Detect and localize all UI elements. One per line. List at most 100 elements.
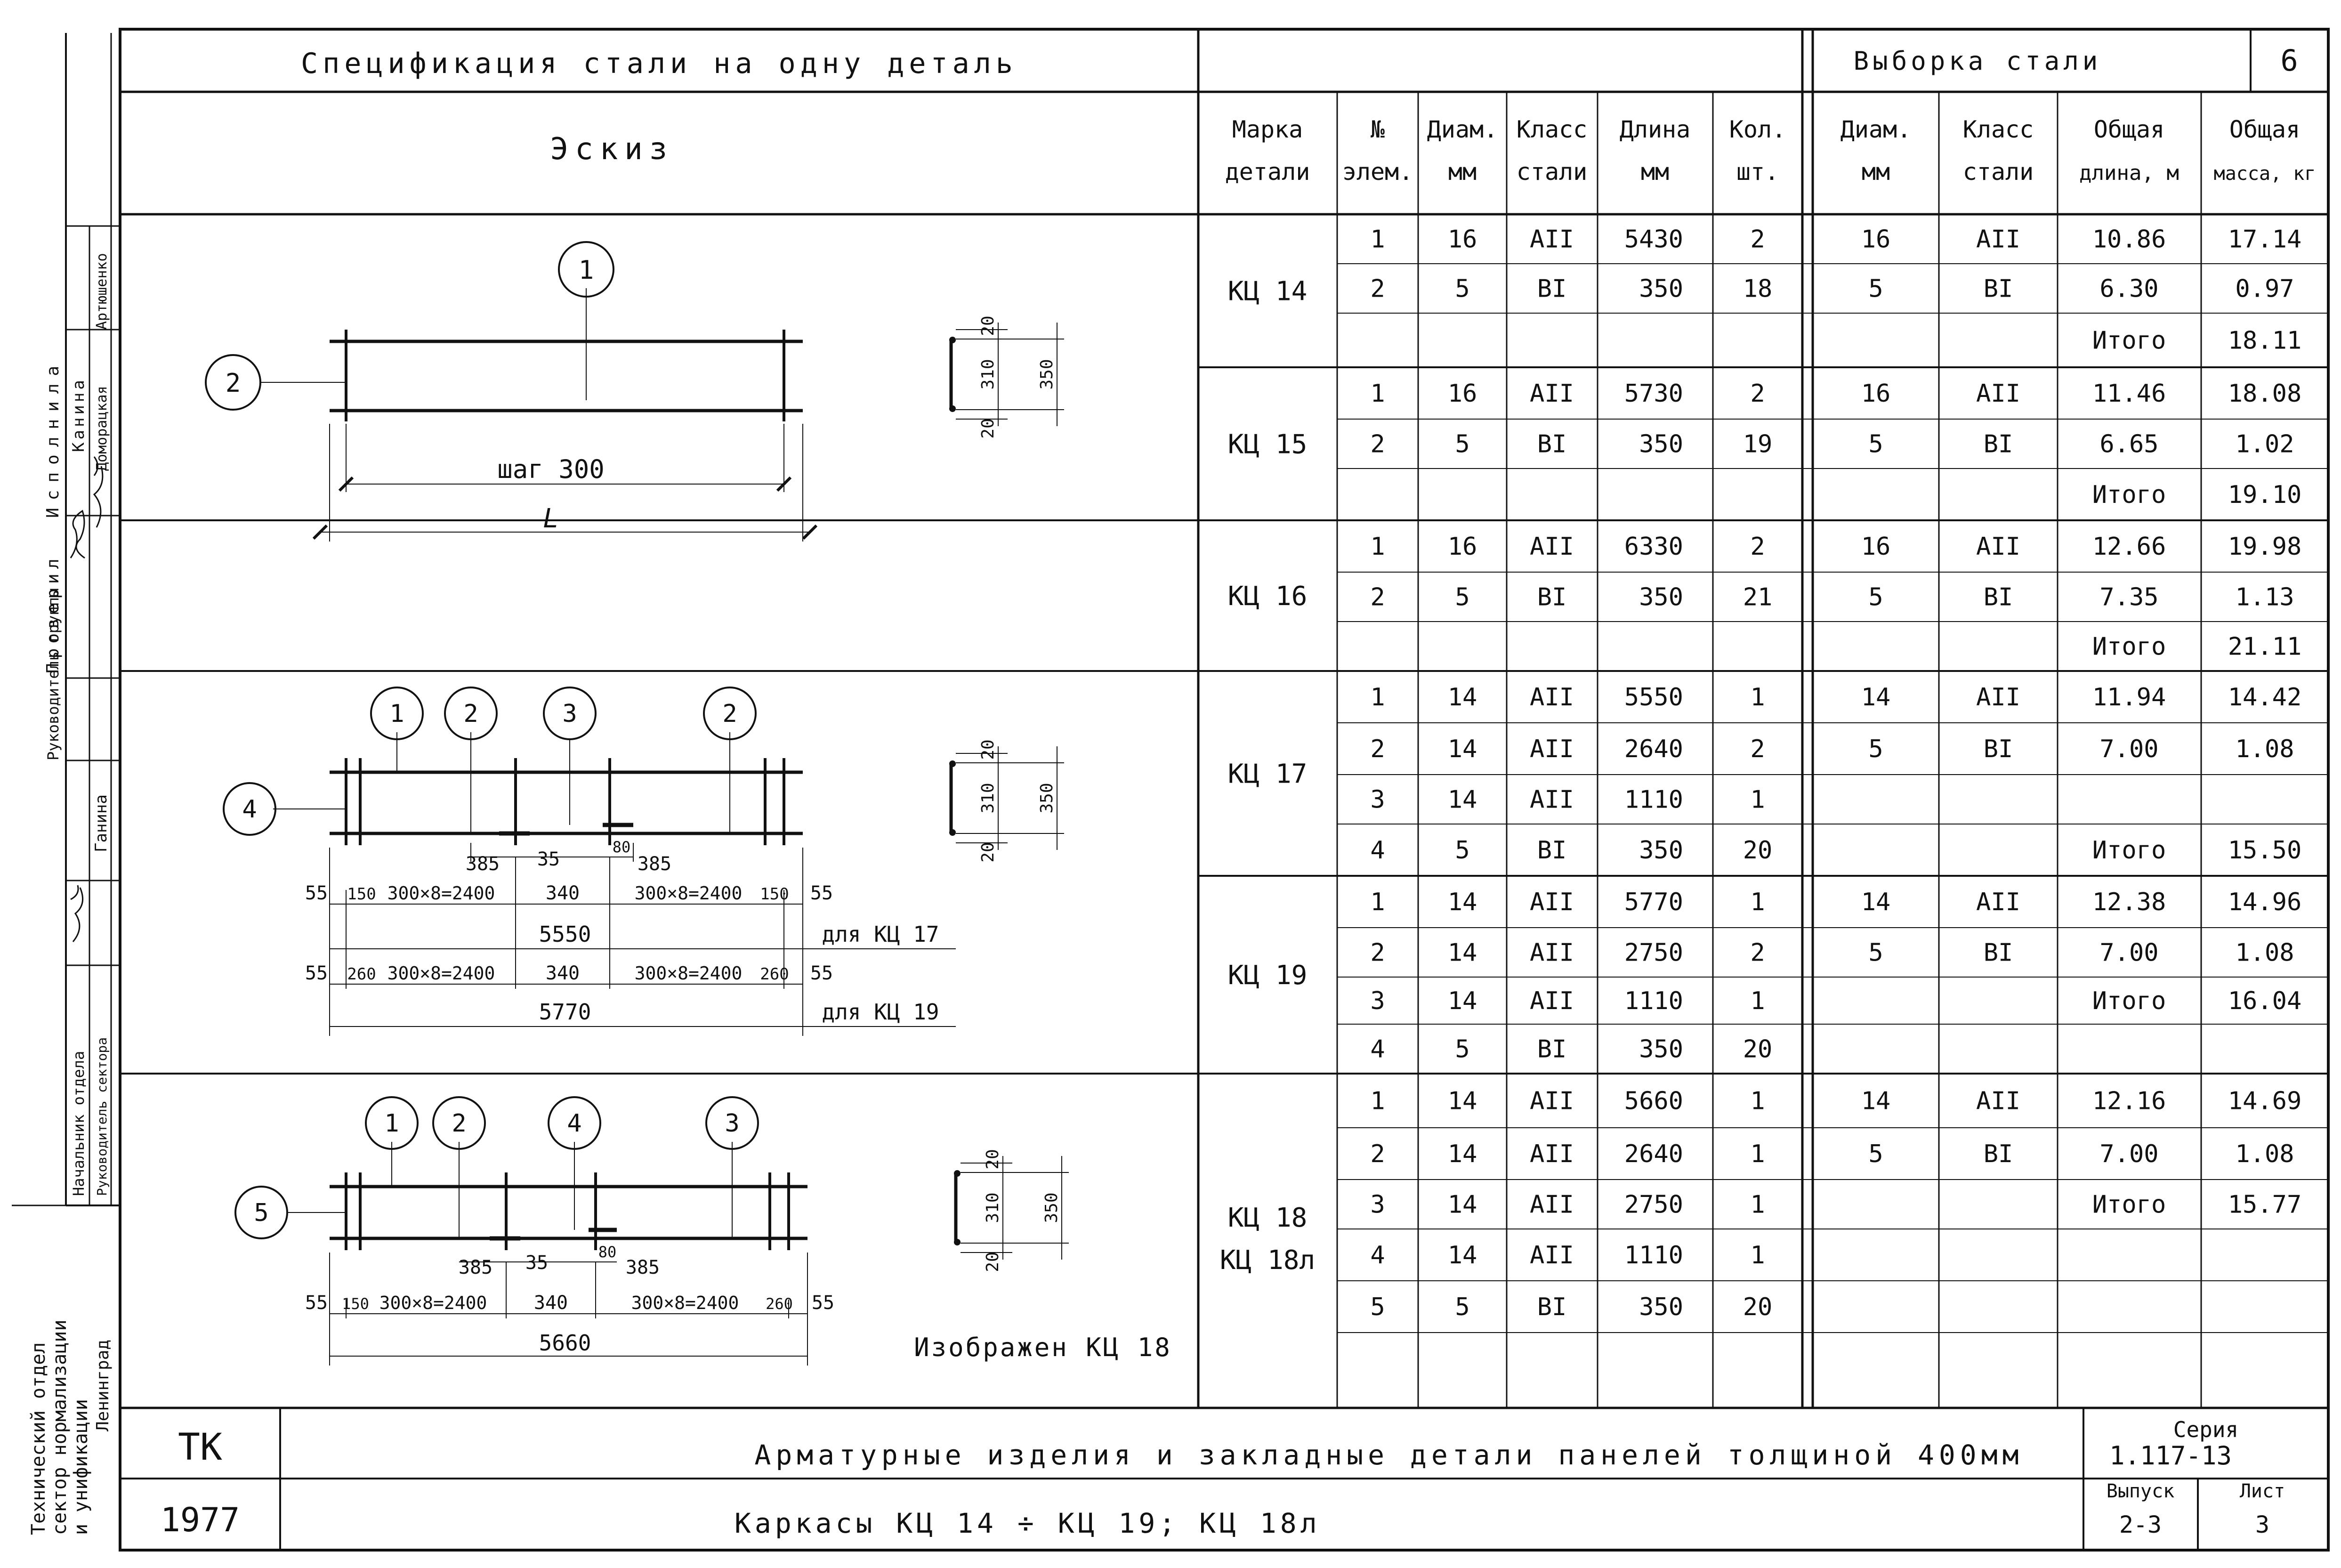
sample-cell: 5 — [1868, 939, 1883, 967]
sample-cell: 11.46 — [2092, 380, 2166, 408]
sample-cell: 14.69 — [2228, 1087, 2302, 1115]
sample-cell: 10.86 — [2092, 226, 2166, 254]
spec-cell: 2 — [1750, 380, 1765, 408]
section-dim-mid: 310 — [978, 359, 998, 389]
spec-cell: 1 — [1750, 786, 1765, 814]
s2-r19-span-b: 300×8=2400 — [635, 963, 743, 984]
side-stamp: Руководитель группы Исполнила Проверил Н… — [28, 253, 113, 1535]
s3-pos-3: 3 — [725, 1109, 739, 1138]
spec-cell: BI — [1537, 275, 1567, 303]
spec-cell: 2750 — [1624, 939, 1683, 967]
spec-cell: 5550 — [1624, 683, 1683, 711]
s2-r19-55b: 55 — [810, 962, 833, 984]
sample-cell: AII — [1976, 888, 2020, 916]
sketch-1-labels: 1 2 шаг 300 L — [226, 255, 605, 534]
section-dim-mid: 310 — [983, 1192, 1002, 1223]
sample-cell: 5 — [1868, 735, 1883, 763]
spec-cell: 20 — [1743, 1035, 1773, 1064]
spec-cell: 16 — [1448, 380, 1477, 408]
role-sector-head: Руководитель сектора — [94, 1037, 110, 1196]
name-artyushenko: Артюшенко — [94, 253, 110, 330]
col-s-mass-l1: Общая — [2229, 116, 2301, 143]
org-line-4: Ленинград — [93, 1340, 113, 1431]
spec-cell: 5430 — [1624, 226, 1683, 254]
spec-cell: AII — [1530, 1087, 1574, 1115]
col-elem-l2: элем. — [1342, 158, 1413, 186]
s3-r-55b: 55 — [812, 1292, 834, 1314]
frame — [12, 28, 2330, 1552]
s3-pos-2: 2 — [452, 1109, 466, 1138]
spec-cell: 1110 — [1624, 987, 1683, 1015]
spec-cell: 3 — [1370, 786, 1385, 814]
issue-label: Выпуск — [2107, 1480, 2175, 1502]
sample-cell: 12.66 — [2092, 533, 2166, 561]
sample-cell: 1.13 — [2235, 583, 2294, 612]
sheet-label: Лист — [2240, 1480, 2285, 1502]
spec-cell: 1 — [1370, 1087, 1385, 1115]
spec-cell: 2 — [1750, 939, 1765, 967]
org-line-3: и унификации — [70, 1399, 92, 1535]
sample-cell: 18.08 — [2228, 380, 2302, 408]
s2-pos-1: 1 — [389, 700, 404, 728]
sketch-kc14-16 — [205, 241, 818, 542]
sample-cell: BI — [1984, 939, 2013, 967]
sheet-number: 6 — [2280, 43, 2298, 78]
sample-cell: BI — [1984, 583, 2013, 612]
section-dim-total: 350 — [1037, 359, 1057, 389]
spec-cell: 18 — [1743, 275, 1773, 303]
s2-for-17: для КЦ 17 — [822, 921, 939, 947]
spec-cell: 5770 — [1624, 888, 1683, 916]
col-s-diam-l2: мм — [1862, 158, 1890, 186]
spec-cell: BI — [1537, 1035, 1567, 1064]
sample-cell: BI — [1984, 430, 2013, 459]
sample-cell: 15.77 — [2228, 1191, 2302, 1219]
spec-cell: 1110 — [1624, 1241, 1683, 1269]
s3-total: 5660 — [539, 1330, 591, 1356]
sketch-3-labels: 1 2 4 3 5 385 35 80 385 55 150 300×8=240… — [254, 1109, 1170, 1362]
s3-r-340: 340 — [534, 1292, 568, 1314]
spec-cell: 14 — [1448, 735, 1477, 763]
length-label: L — [543, 503, 559, 534]
spec-cell: 1110 — [1624, 786, 1683, 814]
sample-cell: 14.96 — [2228, 888, 2302, 916]
spec-title: Спецификация стали на одну деталь — [301, 47, 1017, 80]
col-length-l2: мм — [1641, 158, 1669, 186]
org-line-1: Технический отдел — [28, 1342, 49, 1535]
sheet-of-series: 3 — [2255, 1511, 2269, 1538]
sample-cell: 1.08 — [2235, 1140, 2294, 1168]
sample-cell: 16 — [1861, 226, 1891, 254]
name-ganina: Ганина — [92, 794, 111, 852]
sample-cell: 19.98 — [2228, 533, 2302, 561]
spec-cell: 1 — [1750, 888, 1765, 916]
section-dim-bottom: 20 — [978, 842, 998, 862]
spec-cell: 2 — [1370, 735, 1385, 763]
spec-cell: 5 — [1370, 1293, 1385, 1321]
s2-pos-2b: 2 — [722, 700, 737, 728]
step-label: шаг 300 — [497, 454, 605, 484]
spec-cell: 14 — [1448, 683, 1477, 711]
spec-cell: 19 — [1743, 430, 1773, 459]
sketch-kc17-19 — [223, 687, 956, 1036]
s2-dim-385b: 385 — [638, 853, 671, 875]
s2-r17-55b: 55 — [810, 882, 833, 904]
s2-dim-35: 35 — [537, 849, 560, 870]
sample-cell: BI — [1984, 275, 2013, 303]
spec-cell: 350 — [1639, 836, 1683, 865]
spec-cell: 5 — [1455, 430, 1469, 459]
spec-cell: AII — [1530, 987, 1574, 1015]
col-mark-l2: детали — [1225, 158, 1310, 186]
spec-cell: 3 — [1370, 1191, 1385, 1219]
spec-cell: 2 — [1750, 226, 1765, 254]
spec-cell: 14 — [1448, 786, 1477, 814]
sample-cell: 19.10 — [2228, 481, 2302, 509]
sample-cell: AII — [1976, 1087, 2020, 1115]
spec-cell: 1 — [1750, 1087, 1765, 1115]
position-1-label: 1 — [579, 255, 594, 285]
role-checker: Проверил — [43, 554, 63, 673]
col-qty-l1: Кол. — [1729, 116, 1786, 143]
spec-cell: AII — [1530, 939, 1574, 967]
spec-cell: 2 — [1750, 735, 1765, 763]
s2-total-19: 5770 — [539, 999, 591, 1025]
